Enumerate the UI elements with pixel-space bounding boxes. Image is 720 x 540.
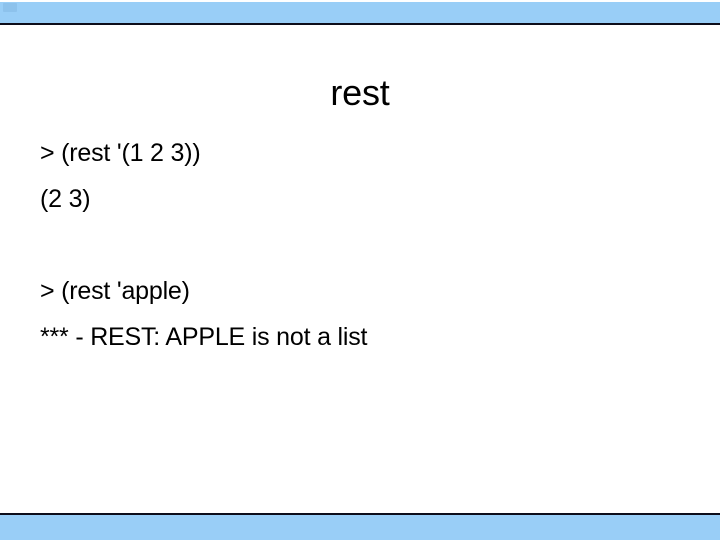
bottom-accent-bar [0,513,720,540]
repl-transcript: > (rest '(1 2 3)) (2 3) > (rest 'apple) … [40,130,680,360]
transcript-result-line-1: (2 3) [40,185,91,213]
top-accent-bar [0,2,720,25]
corner-watermark-icon [3,3,17,12]
transcript-gap [40,222,680,268]
transcript-error-line-2: *** - REST: APPLE is not a list [40,323,368,351]
transcript-prompt-line-2: > (rest 'apple) [40,277,190,305]
transcript-prompt-line-1: > (rest '(1 2 3)) [40,139,201,167]
slide-title: rest [330,72,390,114]
